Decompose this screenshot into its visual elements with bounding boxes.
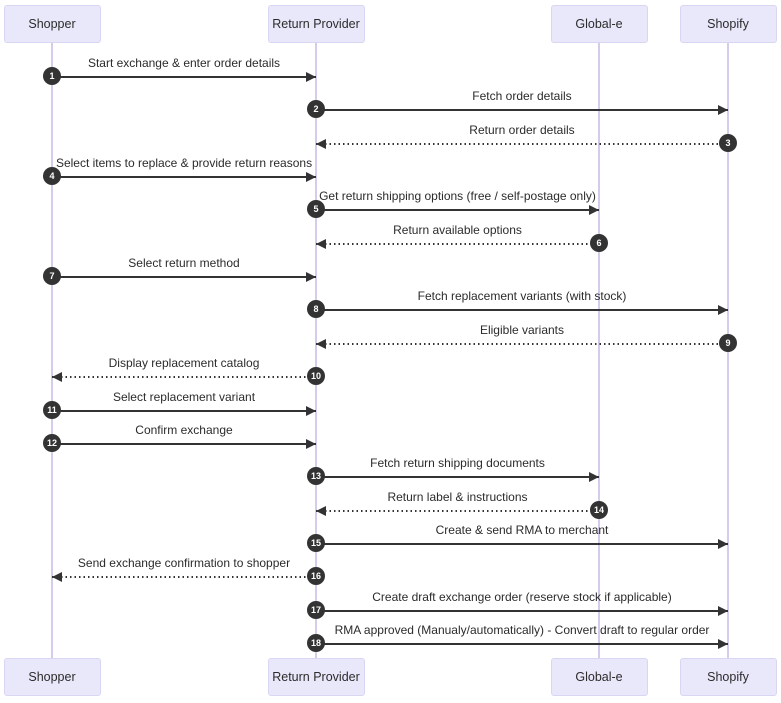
message-label-13: Fetch return shipping documents xyxy=(370,456,545,470)
sequence-number-16: 16 xyxy=(307,567,325,585)
arrowhead-9 xyxy=(316,339,326,349)
arrowhead-8 xyxy=(718,305,728,315)
actor-bottom-shopify: Shopify xyxy=(679,658,777,696)
message-line-2 xyxy=(316,109,728,111)
message-label-4: Select items to replace & provide return… xyxy=(55,156,313,170)
message-line-17 xyxy=(316,610,728,612)
sequence-number-15: 15 xyxy=(307,534,325,552)
sequence-number-12: 12 xyxy=(43,434,61,452)
arrowhead-12 xyxy=(306,439,316,449)
message-label-3: Return order details xyxy=(469,123,575,137)
sequence-number-13: 13 xyxy=(307,467,325,485)
arrowhead-7 xyxy=(306,272,316,282)
message-label-6: Return available options xyxy=(393,223,522,237)
message-label-12: Confirm exchange xyxy=(135,423,233,437)
actor-bottom-return-provider: Return Provider xyxy=(267,658,365,696)
arrowhead-16 xyxy=(52,572,62,582)
arrowhead-1 xyxy=(306,72,316,82)
message-label-5: Get return shipping options (free / self… xyxy=(319,189,596,203)
message-line-1 xyxy=(52,76,316,78)
arrowhead-15 xyxy=(718,539,728,549)
message-line-15 xyxy=(316,543,728,545)
message-label-15: Create & send RMA to merchant xyxy=(435,523,609,537)
sequence-number-4: 4 xyxy=(43,167,61,185)
message-line-14 xyxy=(316,510,599,512)
sequence-number-6: 6 xyxy=(590,234,608,252)
sequence-number-17: 17 xyxy=(307,601,325,619)
actor-label-shopper: Shopper xyxy=(28,17,76,31)
message-line-18 xyxy=(316,643,728,645)
message-line-16 xyxy=(52,576,316,578)
message-line-12 xyxy=(52,443,316,445)
message-label-2: Fetch order details xyxy=(472,89,572,103)
message-label-1: Start exchange & enter order details xyxy=(87,56,281,70)
message-line-7 xyxy=(52,276,316,278)
sequence-number-11: 11 xyxy=(43,401,61,419)
arrowhead-13 xyxy=(589,472,599,482)
actor-top-global-e: Global-e xyxy=(550,5,648,43)
message-label-14: Return label & instructions xyxy=(387,490,528,504)
message-label-9: Eligible variants xyxy=(479,323,565,337)
actor-label-return-provider: Return Provider xyxy=(272,17,360,31)
actor-bottom-global-e: Global-e xyxy=(550,658,648,696)
sequence-number-1: 1 xyxy=(43,67,61,85)
actor-top-shopper: Shopper xyxy=(3,5,101,43)
actor-label-shopper: Shopper xyxy=(28,670,76,684)
message-line-13 xyxy=(316,476,599,478)
arrowhead-5 xyxy=(589,205,599,215)
message-line-5 xyxy=(316,209,599,211)
message-label-17: Create draft exchange order (reserve sto… xyxy=(372,590,672,604)
actor-label-return-provider: Return Provider xyxy=(272,670,360,684)
arrowhead-4 xyxy=(306,172,316,182)
message-label-10: Display replacement catalog xyxy=(108,356,260,370)
actor-label-shopify: Shopify xyxy=(707,670,749,684)
arrowhead-11 xyxy=(306,406,316,416)
sequence-number-3: 3 xyxy=(719,134,737,152)
actor-label-shopify: Shopify xyxy=(707,17,749,31)
message-label-7: Select return method xyxy=(128,256,240,270)
sequence-number-8: 8 xyxy=(307,300,325,318)
sequence-number-14: 14 xyxy=(590,501,608,519)
sequence-number-18: 18 xyxy=(307,634,325,652)
arrowhead-10 xyxy=(52,372,62,382)
message-line-4 xyxy=(52,176,316,178)
actor-label-global-e: Global-e xyxy=(575,670,623,684)
message-line-8 xyxy=(316,309,728,311)
message-line-9 xyxy=(316,343,728,345)
message-label-11: Select replacement variant xyxy=(112,390,256,404)
message-label-18: RMA approved (Manualy/automatically) - C… xyxy=(334,623,710,637)
message-line-3 xyxy=(316,143,728,145)
actor-label-global-e: Global-e xyxy=(575,17,623,31)
message-line-6 xyxy=(316,243,599,245)
arrowhead-14 xyxy=(316,506,326,516)
message-line-11 xyxy=(52,410,316,412)
lifeline-global-e xyxy=(598,43,600,658)
arrowhead-6 xyxy=(316,239,326,249)
sequence-number-10: 10 xyxy=(307,367,325,385)
actor-bottom-shopper: Shopper xyxy=(3,658,101,696)
sequence-number-2: 2 xyxy=(307,100,325,118)
arrowhead-2 xyxy=(718,105,728,115)
sequence-number-5: 5 xyxy=(307,200,325,218)
message-line-10 xyxy=(52,376,316,378)
message-label-16: Send exchange confirmation to shopper xyxy=(77,556,291,570)
message-label-8: Fetch replacement variants (with stock) xyxy=(417,289,627,303)
actor-top-return-provider: Return Provider xyxy=(267,5,365,43)
arrowhead-17 xyxy=(718,606,728,616)
sequence-number-9: 9 xyxy=(719,334,737,352)
arrowhead-18 xyxy=(718,639,728,649)
arrowhead-3 xyxy=(316,139,326,149)
lifeline-return-provider xyxy=(315,43,317,658)
actor-top-shopify: Shopify xyxy=(679,5,777,43)
sequence-number-7: 7 xyxy=(43,267,61,285)
lifeline-shopper xyxy=(51,43,53,658)
